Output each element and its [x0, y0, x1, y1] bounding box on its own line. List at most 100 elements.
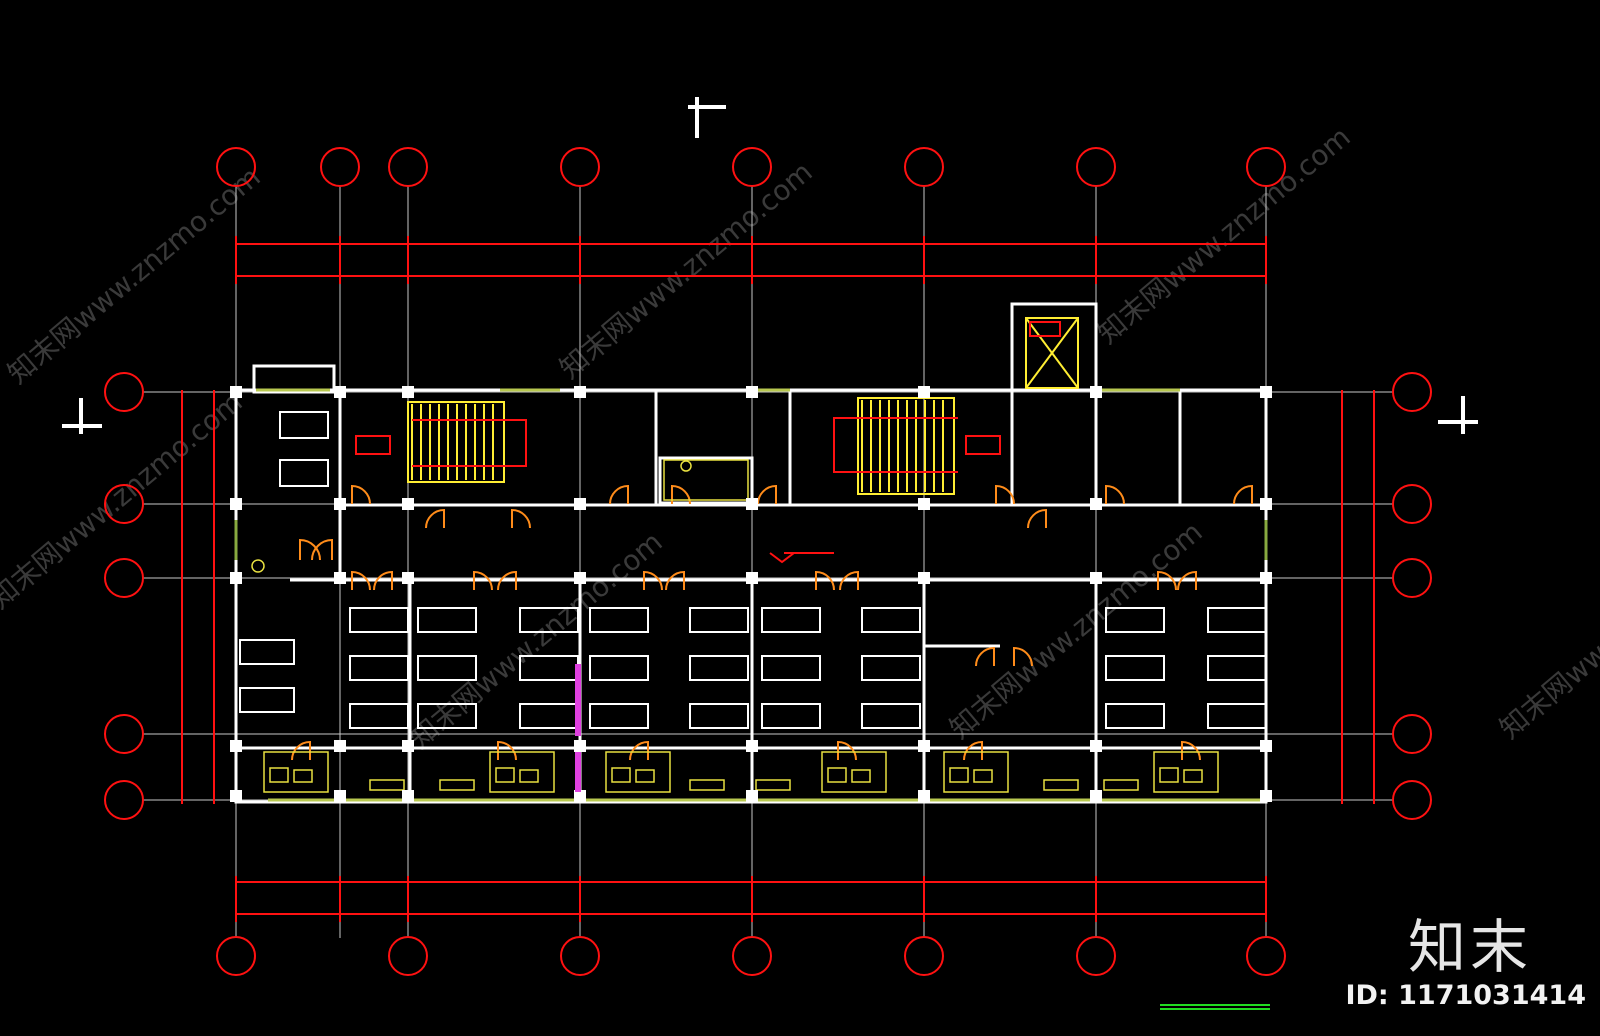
column — [746, 572, 758, 584]
vanity — [755, 779, 791, 791]
axis-bubble-icon — [904, 936, 944, 976]
axis-bubble-icon — [560, 147, 600, 187]
column — [402, 790, 414, 802]
bed — [589, 607, 649, 633]
axis-bubble-icon — [1246, 147, 1286, 187]
axis-bubble-icon — [1392, 714, 1432, 754]
axis-bubbles — [104, 147, 1432, 976]
door-swing-icon — [643, 570, 663, 591]
column — [1260, 386, 1272, 398]
bed — [689, 703, 749, 729]
axis-bubble-icon — [216, 936, 256, 976]
bathroom-outline — [605, 751, 671, 793]
column — [1090, 498, 1102, 510]
column — [230, 790, 242, 802]
door-swing-icon — [1027, 508, 1047, 529]
axis-bubble-icon — [732, 147, 772, 187]
axis-bubble-icon — [104, 484, 144, 524]
door-swing-icon — [1013, 646, 1033, 667]
axis-bubble-icon — [388, 147, 428, 187]
door-swing-icon — [373, 570, 393, 591]
sink-icon — [635, 769, 655, 783]
bed — [1105, 655, 1165, 681]
stair-icon — [833, 397, 1001, 495]
axis-bubble-icon — [104, 372, 144, 412]
toilet-icon — [269, 767, 289, 783]
column — [402, 386, 414, 398]
column — [1090, 386, 1102, 398]
axis-bubble-icon — [320, 147, 360, 187]
sink-icon — [851, 769, 871, 783]
bed — [761, 607, 821, 633]
elevator-icon — [1025, 317, 1079, 389]
toilet-icon — [1159, 767, 1179, 783]
bed — [417, 655, 477, 681]
toilet-icon — [495, 767, 515, 783]
bed — [349, 655, 409, 681]
bed — [417, 703, 477, 729]
toilet-icon — [680, 460, 692, 472]
door-swing-icon — [511, 508, 531, 529]
bed — [689, 607, 749, 633]
dimension-lines — [181, 236, 1375, 922]
bed — [589, 703, 649, 729]
column — [746, 498, 758, 510]
toilet-icon — [949, 767, 969, 783]
column — [918, 498, 930, 510]
column — [918, 740, 930, 752]
bed — [349, 607, 409, 633]
column — [1090, 572, 1102, 584]
column — [230, 572, 242, 584]
door-swing-icon — [665, 570, 685, 591]
level-marker-icon — [769, 552, 834, 564]
elevator-shaft — [1010, 302, 1098, 392]
column — [918, 572, 930, 584]
column — [334, 790, 346, 802]
bathroom-outline — [821, 751, 887, 793]
bathroom-outline — [663, 459, 749, 501]
bed — [1207, 703, 1267, 729]
bed — [239, 687, 295, 713]
bed — [349, 703, 409, 729]
room-furniture — [239, 411, 1267, 729]
vanity — [369, 779, 405, 791]
bed — [519, 607, 579, 633]
column — [402, 572, 414, 584]
bed — [1207, 655, 1267, 681]
bed — [1105, 607, 1165, 633]
desk — [279, 459, 329, 487]
door-swing-icon — [671, 484, 691, 505]
column — [1260, 498, 1272, 510]
door-swing-icon — [299, 538, 321, 561]
door-swing-icon — [425, 508, 445, 529]
axis-bubble-icon — [904, 147, 944, 187]
column — [230, 386, 242, 398]
door-swing-icon — [1105, 484, 1125, 505]
bathroom-outline — [263, 751, 329, 793]
column — [574, 790, 586, 802]
toilet-icon — [251, 559, 265, 573]
door-swing-icon — [757, 484, 777, 505]
axis-bubble-icon — [1076, 936, 1116, 976]
door-swing-icon — [975, 646, 995, 667]
door-swing-icon — [497, 740, 517, 761]
door-swing-icon — [629, 740, 649, 761]
bed — [689, 655, 749, 681]
vanity — [689, 779, 725, 791]
doors — [291, 484, 1253, 761]
column — [402, 498, 414, 510]
column — [574, 386, 586, 398]
column — [574, 572, 586, 584]
axis-bubble-icon — [560, 936, 600, 976]
door-swing-icon — [815, 570, 835, 591]
column — [746, 386, 758, 398]
structural-columns — [230, 386, 1272, 802]
column — [334, 386, 346, 398]
toilet-icon — [611, 767, 631, 783]
bed — [861, 655, 921, 681]
bed — [239, 639, 295, 665]
column — [746, 790, 758, 802]
bathroom-outline — [1153, 751, 1219, 793]
column — [1260, 790, 1272, 802]
stairs — [355, 397, 1001, 495]
